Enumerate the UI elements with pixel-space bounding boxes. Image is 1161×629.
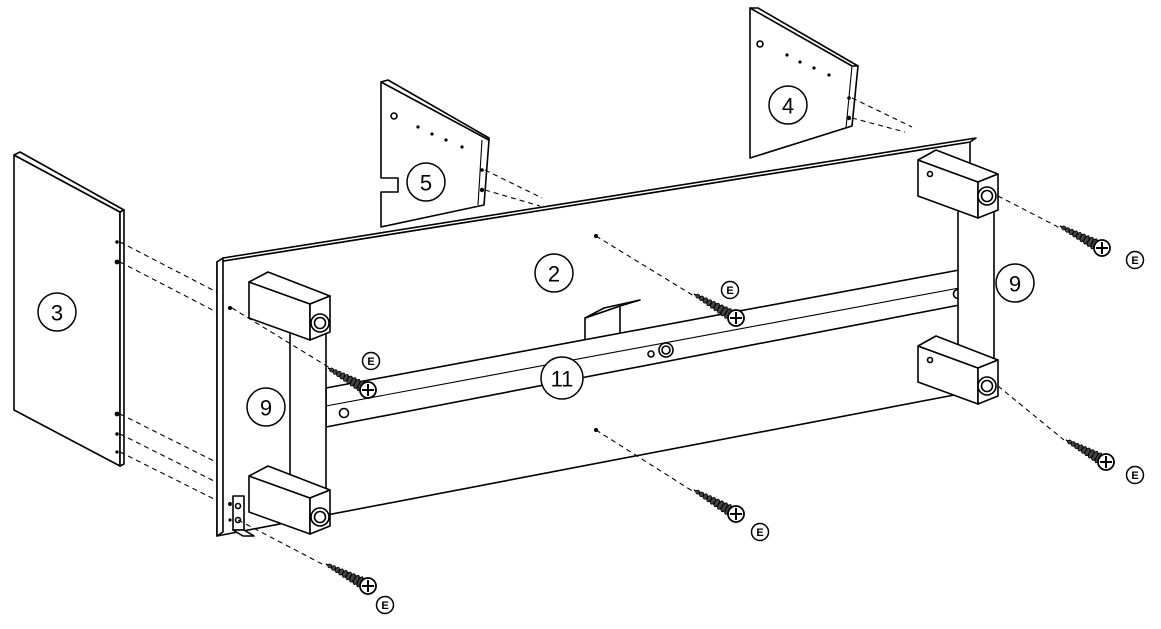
screw-1 <box>693 293 745 327</box>
part-label-11-text: 11 <box>551 367 574 392</box>
screw-6 <box>325 563 377 595</box>
hardware-label-e-2: E <box>361 351 381 371</box>
hardware-label-e-4-text: E <box>1131 470 1138 482</box>
screw-guide-lines <box>231 195 1065 567</box>
screw-3 <box>1059 225 1111 257</box>
part-label-5-text: 5 <box>420 171 432 196</box>
part-label-9-right: 9 <box>995 263 1035 303</box>
part-label-4: 4 <box>768 85 808 125</box>
hardware-label-e-1-text: E <box>726 285 733 297</box>
screw-4 <box>1065 439 1115 471</box>
part-label-9-left: 9 <box>246 387 286 427</box>
part-label-5: 5 <box>406 162 446 202</box>
hardware-label-e-3: E <box>1125 250 1145 270</box>
panel-4 <box>749 7 859 159</box>
part-label-3-text: 3 <box>51 301 63 326</box>
part-label-9-right-text: 9 <box>1009 272 1021 297</box>
part-label-9-left-text: 9 <box>260 396 272 421</box>
hardware-label-e-2-text: E <box>367 356 374 368</box>
panel-5 <box>380 79 490 228</box>
hardware-label-e-5: E <box>750 522 770 542</box>
part-label-2-text: 2 <box>548 262 560 287</box>
part-label-2: 2 <box>534 253 574 293</box>
connection-lines-rear-panels <box>484 97 913 207</box>
leg-9-right <box>917 149 999 405</box>
hardware-label-e-1: E <box>720 280 740 300</box>
part-label-11: 11 <box>540 356 584 400</box>
screws-e <box>325 225 1115 595</box>
part-label-3: 3 <box>37 292 77 332</box>
hardware-label-e-6: E <box>375 595 395 615</box>
screw-5 <box>693 489 745 523</box>
hardware-label-e-6-text: E <box>381 600 388 612</box>
hardware-label-e-4: E <box>1125 465 1145 485</box>
hardware-label-e-5-text: E <box>756 527 763 539</box>
hardware-label-e-3-text: E <box>1131 255 1138 267</box>
part-label-4-text: 4 <box>782 94 794 119</box>
screw-2 <box>327 367 377 399</box>
leg-9-left <box>248 271 331 535</box>
